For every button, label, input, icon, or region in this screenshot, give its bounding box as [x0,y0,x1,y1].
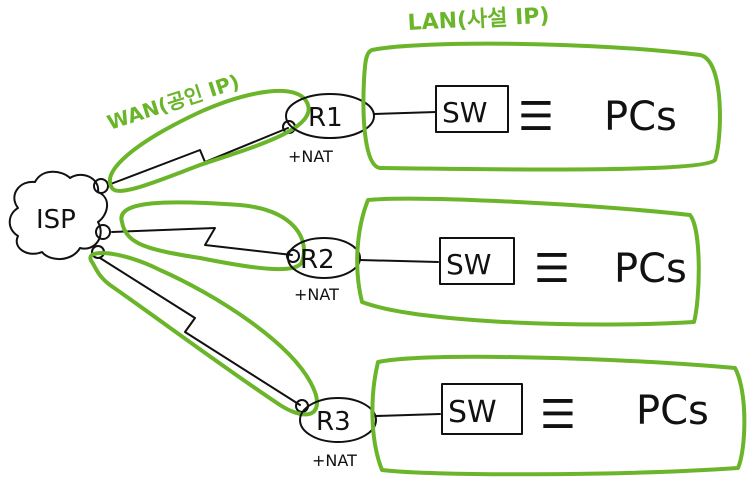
lan-box-r1 [361,41,722,172]
switch-r3 [441,383,523,435]
pcs-r3: PCs [636,388,709,434]
router-r3-label: R3 [316,407,351,437]
router-r1 [285,93,375,139]
wan-link-r3 [99,257,301,406]
equals-r2: ☰ [534,246,570,292]
router-r1-label: R1 [308,103,343,133]
isp-label: ISP [36,205,76,235]
wan-highlight-r2 [119,200,306,272]
router-r3-nat: +NAT [312,451,357,470]
r2-port [286,249,300,263]
switch-r1-label: SW [442,96,487,129]
r1-lan-link [373,111,437,115]
r3-lan-link [375,413,441,417]
isp-cloud [8,170,108,260]
switch-r3-label: SW [448,395,497,430]
equals-r3: ☰ [540,392,576,438]
r3-port [295,399,309,413]
lan-box-r2 [355,196,701,327]
pcs-r2: PCs [614,246,687,292]
wan-link-r2 [111,227,293,256]
wan-link-r1 [107,127,289,186]
lan-box-r3 [370,354,747,477]
switch-r1 [435,85,509,133]
r2-lan-link [359,259,439,263]
router-r3 [299,397,377,443]
lan-label: LAN(사설 IP) [407,4,550,36]
wan-highlight-r3 [88,251,319,417]
equals-r1: ☰ [518,94,554,140]
pcs-r1: PCs [604,94,677,140]
switch-r2-label: SW [446,248,491,281]
router-r1-nat: +NAT [288,147,333,166]
isp-port-1 [93,178,109,194]
isp-port-2 [95,224,111,240]
wan-highlight-r1 [108,88,311,193]
router-r2-nat: +NAT [294,285,339,304]
switch-r2 [439,237,515,285]
router-r2 [287,237,361,279]
router-r2-label: R2 [300,245,335,275]
